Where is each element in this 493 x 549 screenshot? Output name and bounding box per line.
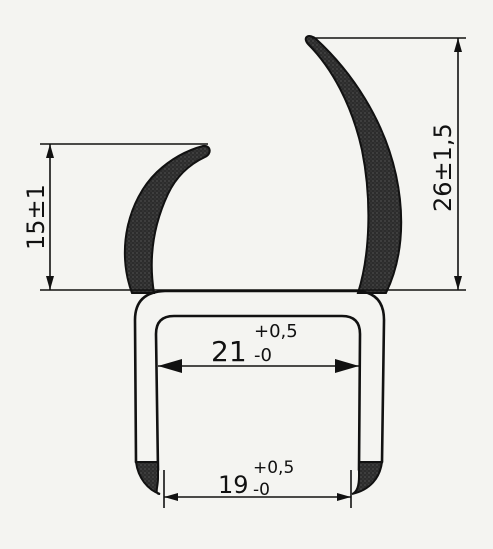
carrier-channel-inner: [154, 314, 362, 472]
carrier-channel: [133, 289, 386, 464]
left-sealing-lip: [123, 144, 211, 294]
left-lip-height-dimension: 15±1: [22, 143, 208, 290]
inner-width-nominal: 21: [211, 335, 247, 368]
right-lip-height-dimension: 26±1,5: [312, 37, 466, 290]
right-grip-foot: [351, 461, 384, 495]
opening-width-upper-tolerance: +0,5: [253, 458, 294, 478]
left-lip-height-label: 15±1: [22, 184, 50, 250]
opening-width-dimension: 19 +0,5 -0: [163, 458, 352, 508]
inner-width-upper-tolerance: +0,5: [254, 321, 298, 342]
opening-width-lower-tolerance: -0: [253, 480, 270, 500]
right-lip-height-label: 26±1,5: [429, 123, 457, 212]
right-sealing-lip: [304, 35, 403, 294]
opening-width-nominal: 19: [218, 471, 249, 499]
left-grip-foot: [134, 461, 161, 495]
inner-width-dimension: 21 +0,5 -0: [158, 321, 359, 373]
inner-width-lower-tolerance: -0: [254, 345, 272, 366]
